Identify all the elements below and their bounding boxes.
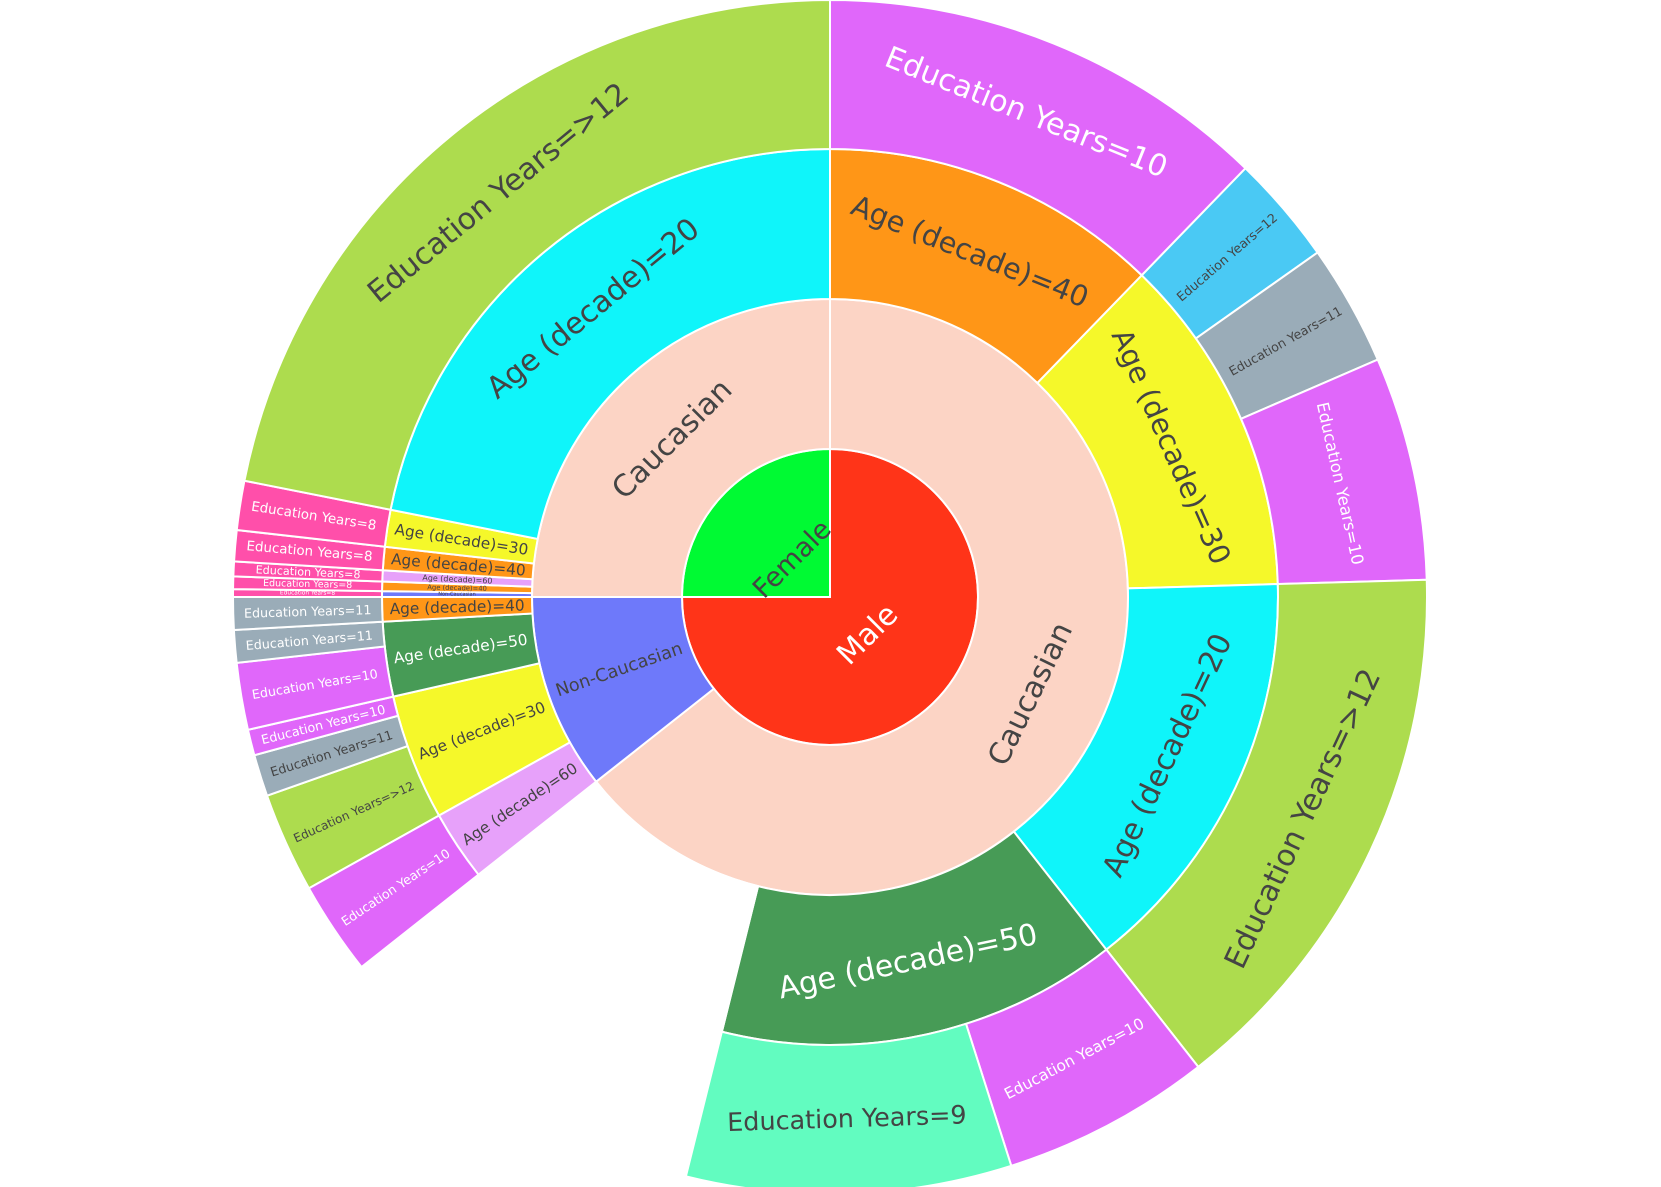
label-m-n-40: Age (decade)=40 (389, 596, 524, 618)
slice-f-c-20-g12[interactable] (243, 0, 831, 511)
label-f-c-60: Age (decade)=60 (422, 573, 493, 585)
label-f-c-60-8: Education Years=8 (255, 563, 360, 581)
slice-m-c-50-9[interactable] (684, 1022, 1013, 1187)
label-f-c-non-8: Education Years=8 (280, 590, 335, 596)
label-f-c-40a: Age (decade)=40 (427, 583, 487, 592)
label-m-n-40-11: Education Years=11 (244, 602, 372, 621)
label-f-c-40a-8: Education Years=8 (263, 578, 352, 591)
label-f-c-non: Non-Caucasian (438, 591, 476, 597)
